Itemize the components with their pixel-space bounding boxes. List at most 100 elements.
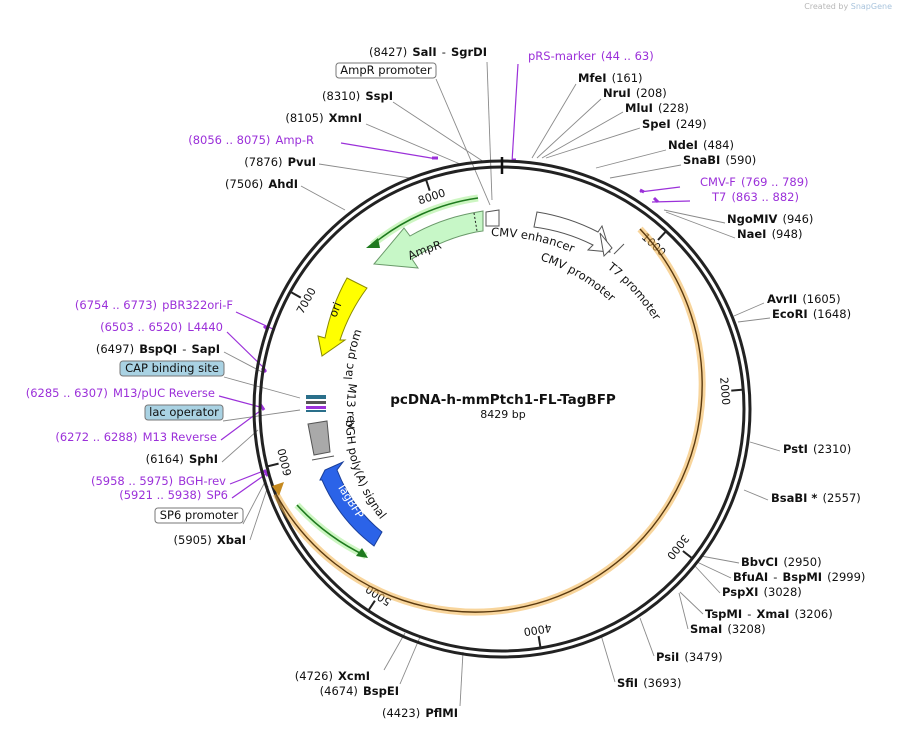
num-part: (1605) [802, 292, 840, 306]
pname-part: CMV-F [700, 175, 736, 189]
name-part: PstI [783, 442, 808, 456]
ampr-promoter-feature [485, 209, 500, 227]
leader-line [639, 186, 681, 193]
site-label: SpeI (249) [642, 117, 707, 131]
site-label: CAP binding site [119, 360, 225, 377]
name-part: MfeI [578, 71, 607, 85]
name-part: SpeI [642, 117, 671, 131]
site-label: (4423) PflMI [382, 702, 458, 721]
site-label: PstI (2310) [783, 438, 851, 457]
tick-mark [289, 290, 302, 299]
leader-line [399, 636, 421, 685]
site-label-text: T7 (863 .. 882) [711, 186, 799, 205]
leader-line [340, 142, 438, 160]
site-label: (8105) XmnI [285, 111, 362, 125]
site-label: TspMI - XmaI (3206) [705, 603, 833, 622]
name-part: BspMI [782, 570, 822, 584]
num-part: (8427) [369, 45, 407, 59]
name-part: BbvCI [741, 555, 778, 569]
pname-part: M13/pUC Reverse [113, 386, 215, 400]
pname-part: BGH-rev [178, 474, 226, 488]
site-label: pRS-marker (44 .. 63) [528, 49, 654, 63]
site-label-text: (6497) BspQI - SapI [96, 338, 220, 357]
ampr-feature [373, 210, 484, 269]
site-label-text: PsiI (3479) [656, 646, 723, 665]
tick-mark [367, 600, 376, 612]
leader-line [639, 617, 655, 657]
leader-line [365, 123, 461, 165]
plasmid-name: pcDNA-h-mmPtch1-FL-TagBFP [390, 392, 616, 408]
feature-label-box [335, 62, 437, 79]
name-part: BspQI [139, 342, 177, 356]
name-part: SmaI [690, 622, 722, 636]
name-part: XmnI [329, 111, 362, 125]
leader-line [600, 634, 616, 683]
leader-line [700, 555, 740, 564]
site-label: (6497) BspQI - SapI [96, 338, 220, 357]
site-label: (6754 .. 6773) pBR322ori-F [75, 294, 233, 313]
site-label: (4674) BspEI [320, 684, 399, 698]
ampr-orf-arrowhead [366, 238, 380, 248]
leader-line [459, 651, 464, 707]
leader-line [679, 591, 704, 615]
site-label: BsaBI * (2557) [771, 491, 861, 505]
name-part: PspXI [722, 585, 758, 599]
site-label: MfeI (161) [578, 71, 643, 85]
name-part: SnaBI [683, 153, 720, 167]
site-label-text: SfiI (3693) [617, 672, 681, 691]
num-part: (2950) [783, 555, 821, 569]
name-part: TspMI [705, 607, 742, 621]
site-labels: (8427) SalI - SgrDI AmpR promoter(8310) … [26, 41, 866, 721]
site-label-text: (8056 .. 8075) Amp-R [188, 129, 314, 148]
leader-line [663, 209, 726, 224]
num-part: (4674) [320, 684, 358, 698]
plasmid-length: 8429 bp [480, 408, 525, 421]
feature-label-text: SP6 promoter [160, 508, 239, 522]
site-label: lac operator [144, 404, 224, 421]
leader-line [221, 429, 259, 463]
site-label-text: SnaBI (590) [683, 149, 756, 168]
num-part: (161) [612, 71, 643, 85]
pname-part: T7 [711, 190, 726, 204]
leader-line [743, 489, 769, 501]
pname-part: L4440 [187, 320, 223, 334]
num-part: (7876) [244, 155, 282, 169]
site-label: NdeI (484) [668, 138, 734, 152]
num-part: (2999) [827, 570, 865, 584]
site-label: AvrII (1605) [767, 292, 841, 306]
site-label-text: PstI (2310) [783, 438, 851, 457]
feature-label-box [154, 507, 244, 524]
name-part: SfiI [617, 676, 638, 690]
site-label-text: BbvCI (2950) [741, 551, 822, 570]
site-label-text: TspMI - XmaI (3206) [705, 603, 833, 622]
leader-line [300, 185, 346, 211]
num-part: (208) [636, 86, 667, 100]
site-label-text: (6272 .. 6288) M13 Reverse [55, 426, 217, 445]
primer-part: (863 .. 882) [731, 190, 799, 204]
leader-line [249, 485, 269, 541]
site-label-text: (8427) SalI - SgrDI [369, 41, 487, 60]
tick-mark [682, 550, 693, 560]
site-label-text: (4423) PflMI [382, 702, 458, 721]
site-label-text: SmaI (3208) [690, 618, 766, 637]
num-part: (3208) [727, 622, 765, 636]
cmv-promoter-feature [599, 232, 613, 258]
num-part: (4423) [382, 706, 420, 720]
site-label-text: PspXI (3028) [722, 581, 802, 600]
num-part: (8310) [322, 89, 360, 103]
primer-part: (6503 .. 6520) [100, 320, 182, 334]
site-label: (6272 .. 6288) M13 Reverse [55, 426, 217, 445]
credit-prefix: Created by [804, 2, 849, 11]
feature-label-box [119, 360, 225, 377]
num-part: (7506) [225, 177, 263, 191]
pname-part: Amp-R [275, 133, 314, 147]
site-label-text: (7876) PvuI [244, 151, 316, 170]
site-label-text: NgoMIV (946) [727, 208, 813, 227]
site-label-text: BfuAI - BspMI (2999) [733, 566, 865, 585]
primer-part: (5958 .. 5975) [91, 474, 173, 488]
site-label-text: (6754 .. 6773) pBR322ori-F [75, 294, 233, 313]
num-part: (2557) [823, 491, 861, 505]
site-label: BbvCI (2950) [741, 551, 822, 570]
site-label-text: (6164) SphI [146, 448, 218, 467]
